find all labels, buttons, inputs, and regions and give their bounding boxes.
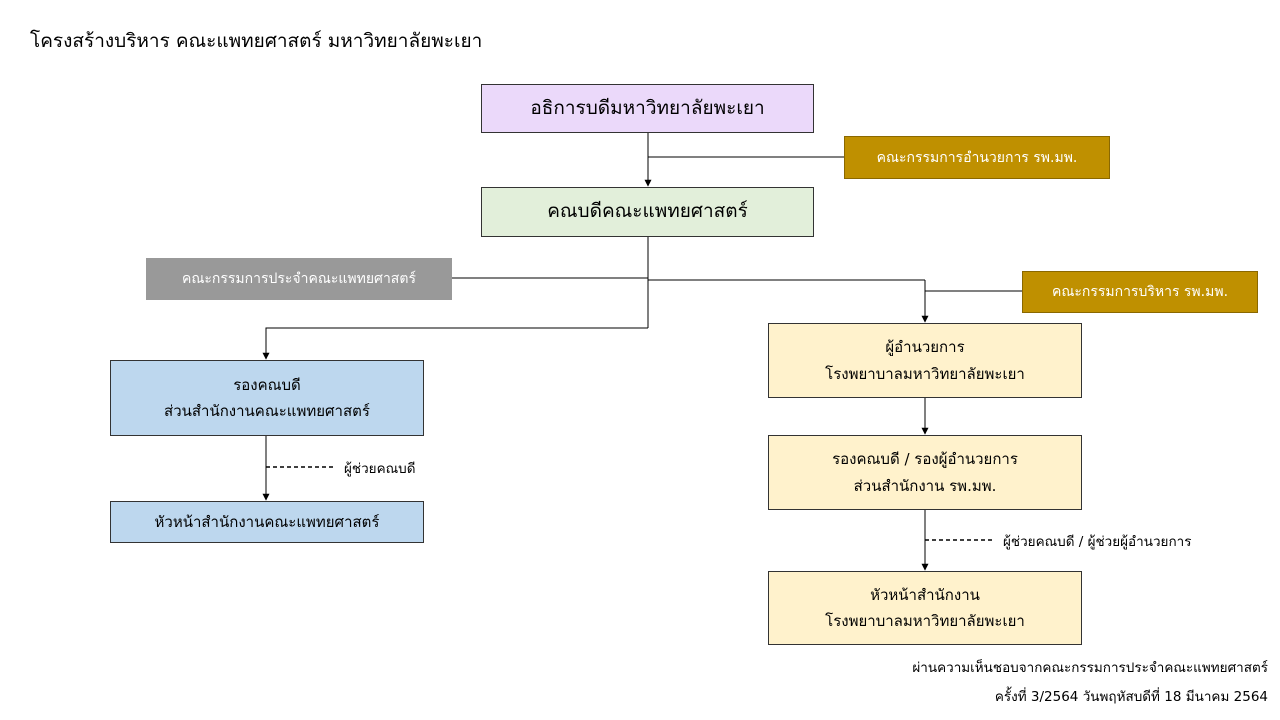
footer-meeting-date: ครั้งที่ 3/2564 วันพฤหัสบดีที่ 18 มีนาคม… — [994, 689, 1268, 705]
hospital-admin-label: คณะกรรมการบริหาร รพ.มพ. — [1022, 271, 1258, 313]
footer-approval: ผ่านความเห็นชอบจากคณะกรรมการประจำคณะแพทย… — [912, 660, 1268, 676]
head-office-faculty-box: หัวหน้าสำนักงานคณะแพทยศาสตร์ — [110, 501, 424, 543]
hospital-director-box: ผู้อำนวยการ โรงพยาบาลมหาวิทยาลัยพะเยา — [768, 323, 1082, 398]
vice-hospital-line2: ส่วนสำนักงาน รพ.มพ. — [853, 476, 997, 495]
assistant-hospital-note: ผู้ช่วยคณบดี / ผู้ช่วยผู้อำนวยการ — [1003, 534, 1192, 550]
head-office-hospital-line2: โรงพยาบาลมหาวิทยาลัยพะเยา — [825, 612, 1025, 630]
assistant-dean-note: ผู้ช่วยคณบดี — [344, 461, 416, 477]
hospital-admin-text: คณะกรรมการบริหาร รพ.มพ. — [1051, 284, 1229, 300]
vice-dean-line1: รองคณบดี — [233, 375, 301, 394]
president-label: อธิการบดีมหาวิทยาลัยพะเยา — [530, 96, 765, 119]
vice-hospital-box: รองคณบดี / รองผู้อำนวยการ ส่วนสำนักงาน ร… — [768, 435, 1082, 510]
faculty-committee-text: คณะกรรมการประจำคณะแพทยศาสตร์ — [182, 271, 416, 287]
head-office-hospital-box: หัวหน้าสำนักงาน โรงพยาบาลมหาวิทยาลัยพะเย… — [768, 571, 1082, 645]
vice-dean-faculty-box: รองคณบดี ส่วนสำนักงานคณะแพทยศาสตร์ — [110, 360, 424, 436]
head-office-faculty-label: หัวหน้าสำนักงานคณะแพทยศาสตร์ — [154, 512, 380, 531]
dean-label: คณบดีคณะแพทยศาสตร์ — [547, 200, 748, 223]
line-to-faculty-branch — [262, 327, 648, 360]
hospital-director-line2: โรงพยาบาลมหาวิทยาลัยพะเยา — [825, 364, 1025, 383]
faculty-committee-label: คณะกรรมการประจำคณะแพทยศาสตร์ — [146, 258, 452, 300]
head-office-hospital-line1: หัวหน้าสำนักงาน — [870, 585, 980, 604]
president-box: อธิการบดีมหาวิทยาลัยพะเยา — [481, 84, 814, 133]
hospital-director-line1: ผู้อำนวยการ — [885, 338, 965, 357]
vice-dean-line2: ส่วนสำนักงานคณะแพทยศาสตร์ — [164, 402, 370, 420]
page-title: โครงสร้างบริหาร คณะแพทยศาสตร์ มหาวิทยาลั… — [30, 30, 483, 52]
dean-box: คณบดีคณะแพทยศาสตร์ — [481, 187, 814, 237]
vice-hospital-line1: รองคณบดี / รองผู้อำนวยการ — [832, 450, 1018, 469]
hospital-board-text: คณะกรรมการอำนวยการ รพ.มพ. — [876, 149, 1078, 166]
hospital-board-label: คณะกรรมการอำนวยการ รพ.มพ. — [844, 136, 1110, 179]
